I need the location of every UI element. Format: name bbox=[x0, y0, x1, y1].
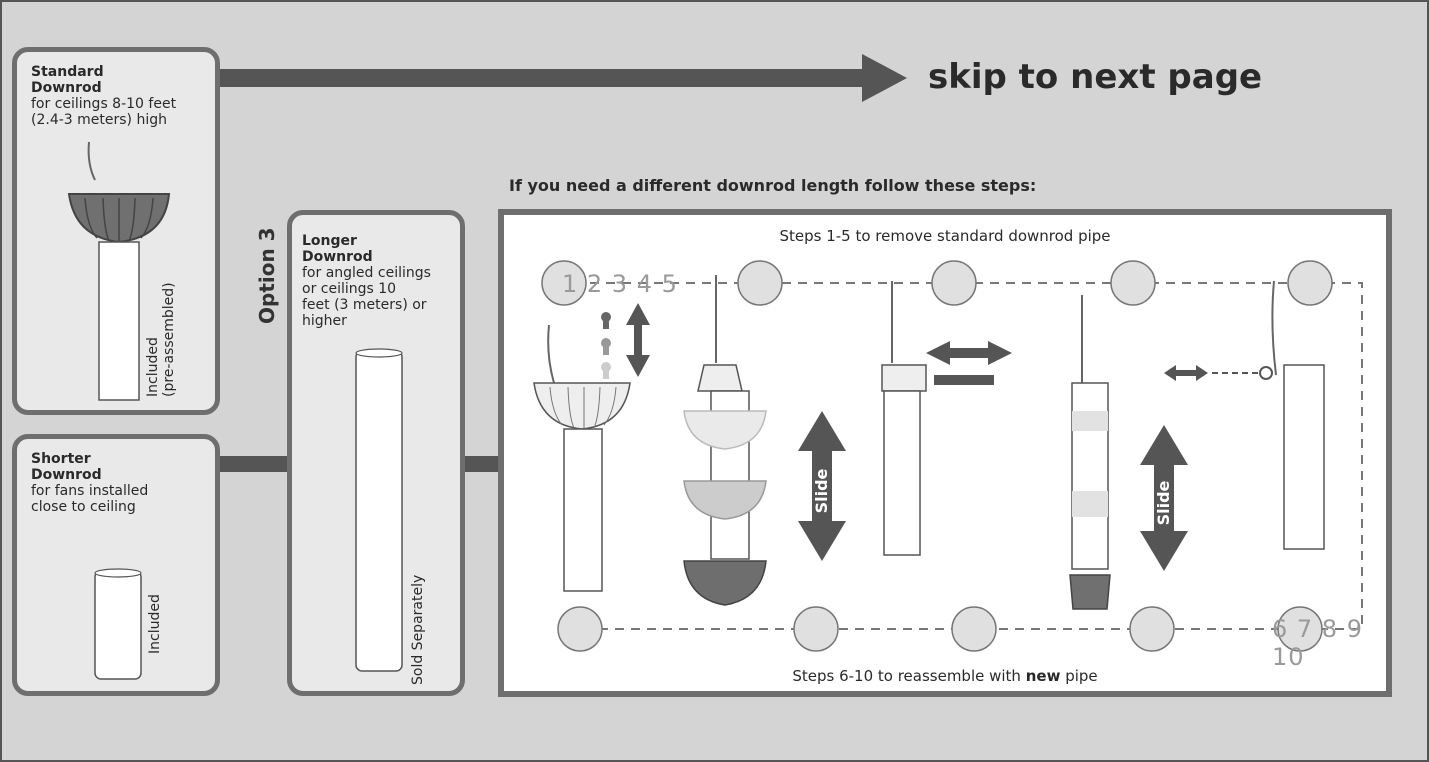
longer-desc-1: for angled ceilings bbox=[302, 265, 431, 281]
step-numbers-top: 1 2 3 4 5 bbox=[562, 270, 678, 298]
shorter-downrod-illustration bbox=[94, 568, 142, 680]
standard-desc-1: for ceilings 8-10 feet bbox=[31, 96, 177, 112]
slide-label-2: Slide bbox=[1154, 480, 1173, 525]
step-circles-bottom bbox=[557, 606, 1323, 652]
steps-top-caption: Steps 1-5 to remove standard downrod pip… bbox=[779, 227, 1111, 245]
standard-downrod-illustration bbox=[67, 141, 171, 401]
longer-desc-3: feet (3 meters) or bbox=[302, 297, 427, 313]
standard-downrod-card: Standard Downrod for ceilings 8-10 feet … bbox=[12, 47, 220, 415]
long-pipe bbox=[355, 350, 403, 672]
slide-label-1: Slide bbox=[812, 468, 831, 513]
longer-desc-4: higher bbox=[302, 313, 347, 329]
shorter-desc-1: for fans installed bbox=[31, 483, 149, 499]
move-arrow bbox=[626, 303, 650, 377]
steps-bottom-caption: Steps 6-10 to reassemble with new pipe bbox=[504, 667, 1386, 685]
steps-bottom-pre: Steps 6-10 to reassemble with bbox=[792, 667, 1026, 685]
longer-desc-2: or ceilings 10 bbox=[302, 281, 397, 297]
step-numbers-bottom: 6 7 8 9 10 bbox=[1272, 615, 1363, 671]
short-pipe bbox=[94, 570, 142, 680]
instruction-heading: If you need a different downrod length f… bbox=[509, 176, 1037, 195]
shorter-rod-label: Included bbox=[147, 594, 163, 654]
skip-link[interactable]: skip to next page bbox=[928, 57, 1263, 97]
standard-title-1: Standard bbox=[31, 64, 104, 80]
steps-bottom-bold: new bbox=[1025, 667, 1061, 685]
step-circles-top bbox=[541, 260, 1333, 306]
steps-bottom-post: pipe bbox=[1060, 667, 1098, 685]
slide-arrow-2 bbox=[1140, 425, 1188, 571]
steps-panel: Steps 1-5 to remove standard downrod pip… bbox=[498, 209, 1392, 697]
slide-arrow-1 bbox=[798, 411, 846, 561]
longer-downrod-illustration bbox=[355, 348, 403, 672]
longer-title-1: Longer bbox=[302, 233, 357, 249]
option-label: Option 3 bbox=[255, 227, 279, 324]
standard-title-2: Downrod bbox=[31, 80, 102, 96]
downrod-pipe bbox=[98, 241, 140, 401]
shorter-title-1: Shorter bbox=[31, 451, 91, 467]
shorter-downrod-card: Shorter Downrod for fans installed close… bbox=[12, 434, 220, 696]
shorter-desc-2: close to ceiling bbox=[31, 499, 136, 515]
shorter-title-2: Downrod bbox=[31, 467, 102, 483]
standard-desc-2: (2.4-3 meters) high bbox=[31, 112, 167, 128]
standard-rod-label-1: Included bbox=[145, 337, 161, 397]
pin-arrow bbox=[926, 341, 1012, 365]
longer-rod-label: Sold Separately bbox=[410, 574, 426, 685]
longer-downrod-card: Longer Downrod for angled ceilings or ce… bbox=[287, 210, 465, 696]
steps-illustration: Slide Slide bbox=[533, 260, 1363, 652]
skip-arrow-head bbox=[862, 54, 907, 102]
standard-rod-label-2: (pre-assembled) bbox=[161, 282, 177, 397]
longer-title-2: Downrod bbox=[302, 249, 373, 265]
